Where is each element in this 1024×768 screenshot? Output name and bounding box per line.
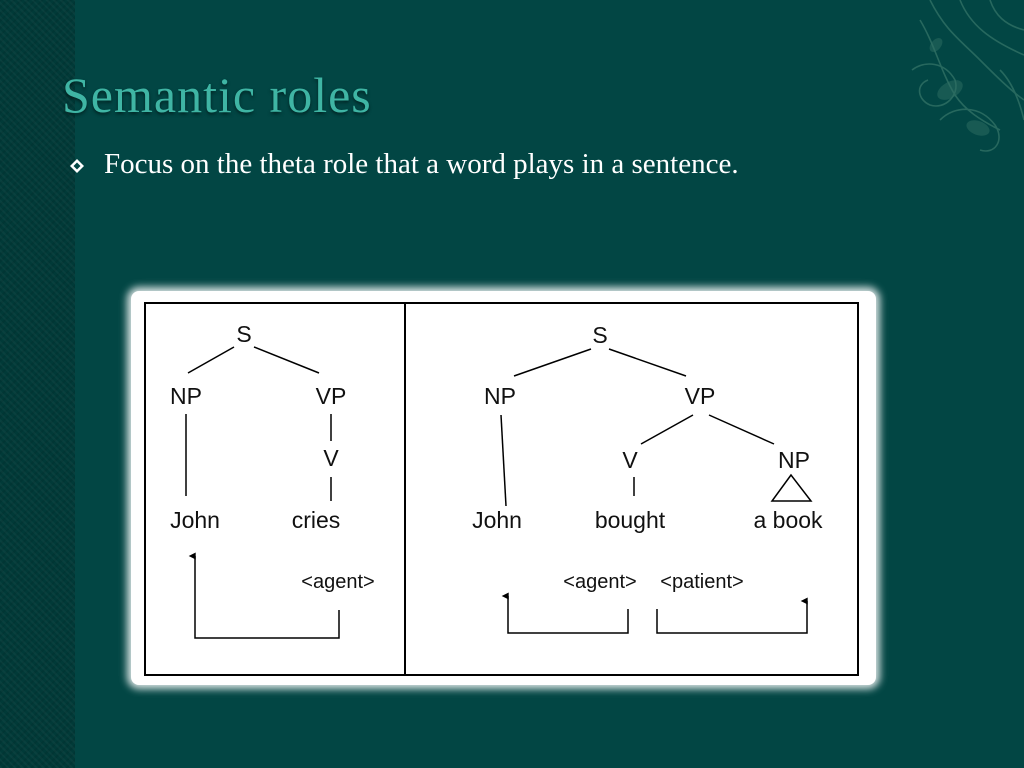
branch-s-vp (253, 346, 320, 374)
agent-arrow (501, 592, 629, 634)
word-a-book: a book (753, 507, 823, 533)
word-john: John (472, 507, 522, 533)
slide-title: Semantic roles (62, 67, 372, 123)
node-vp: VP (316, 383, 347, 409)
node-np: NP (170, 383, 202, 409)
right-syntax-tree (500, 348, 813, 634)
node-np-object: NP (778, 447, 810, 473)
role-agent-label: <agent> (563, 571, 636, 593)
decorative-side-band (0, 0, 75, 768)
syntax-tree-diagram: S NP VP V John cries <agent> S NP VP V N… (144, 302, 859, 676)
diamond-bullet-icon (70, 158, 84, 173)
node-s: S (236, 321, 251, 347)
np-triangle (770, 473, 813, 502)
branch-vp-v (640, 414, 694, 445)
node-v: V (323, 445, 339, 471)
role-agent-label: <agent> (301, 571, 374, 593)
node-v: V (622, 447, 638, 473)
figure-frame (144, 302, 859, 676)
floral-ornament-icon (911, 0, 1024, 152)
branch-np-john (500, 414, 507, 507)
node-s: S (592, 322, 607, 348)
branch-s-np (513, 348, 592, 377)
agent-arrow (188, 552, 340, 639)
bullet-item: Focus on the theta role that a word play… (70, 148, 739, 181)
branch-vp-np (708, 414, 775, 445)
patient-arrow (656, 597, 808, 634)
role-patient-label: <patient> (660, 571, 743, 593)
word-cries: cries (292, 507, 341, 533)
left-syntax-tree (185, 346, 340, 639)
branch-s-np (187, 346, 235, 374)
branch-s-vp (608, 348, 687, 377)
syntax-tree-figure: S NP VP V John cries <agent> S NP VP V N… (131, 291, 876, 685)
word-john: John (170, 507, 220, 533)
node-vp: VP (685, 383, 716, 409)
word-bought: bought (595, 507, 666, 533)
node-np: NP (484, 383, 516, 409)
bullet-text: Focus on the theta role that a word play… (104, 148, 739, 180)
